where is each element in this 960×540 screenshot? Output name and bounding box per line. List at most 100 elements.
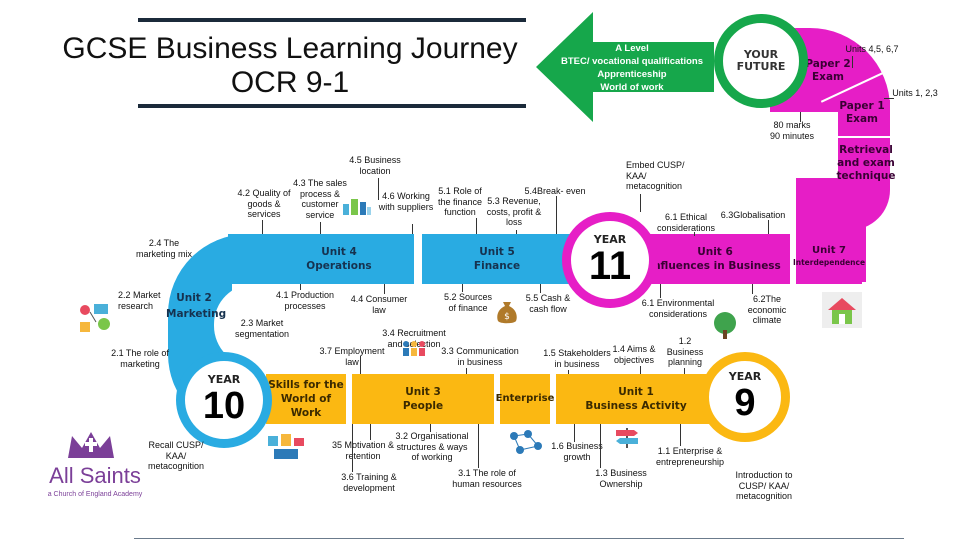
units-123-label: Units 1, 2,3: [892, 88, 938, 98]
leader-1-5: [568, 370, 569, 374]
leader-4-5: [378, 178, 379, 200]
leader-4-4: [384, 284, 385, 294]
crown-icon: [68, 432, 114, 458]
marketing-research-icon: [80, 304, 110, 332]
svg-text:$: $: [504, 312, 510, 322]
exam-marks-line1: 80 marks: [773, 120, 811, 130]
money-bag-icon: $: [497, 302, 517, 324]
leader-1-2: [684, 368, 685, 374]
unit3-line1: Unit 3: [405, 386, 441, 398]
units-123-leader: [884, 98, 894, 99]
topic-6-3: 6.3Globalisation: [720, 210, 786, 220]
buildings-icon: [343, 199, 371, 215]
topic-1-4: 1.4 Aims & objectives: [612, 344, 656, 365]
year-11-number: 11: [588, 244, 632, 288]
leader-6-1: [694, 232, 695, 236]
leader-6-2: [752, 284, 753, 294]
unit2-label: Unit 2 Marketing: [166, 290, 226, 322]
topic-5-3: 5.3 Revenue, costs, profit & loss: [486, 196, 542, 227]
unit1-line2: Business Activity: [585, 400, 687, 412]
unit1-segment: Unit 1 Business Activity: [556, 374, 716, 424]
leader-1-3: [600, 424, 601, 468]
exam-marks: 80 marks 90 minutes: [762, 120, 822, 141]
skills-segment: Skills for the World of Work: [266, 374, 346, 424]
unit4-line2: Operations: [306, 260, 372, 272]
globe-tree-icon: [714, 312, 736, 339]
arrow-line-4: World of work: [600, 82, 664, 93]
unit6-line1: Unit 6: [697, 246, 733, 258]
unit7-line1: Unit 7: [812, 245, 846, 256]
topic-5-5: 5.5 Cash & cash flow: [525, 293, 571, 314]
year-9-label: YEAR: [728, 370, 762, 383]
topic-3-5: 35 Motivation & retention: [331, 440, 395, 461]
topic-1-6: 1.6 Business growth: [551, 441, 603, 462]
network-icon: [510, 430, 542, 454]
your-future-circle: YOUR FUTURE: [714, 14, 808, 108]
paper2-label: Paper 2 Exam: [800, 58, 856, 84]
bottom-rule: [134, 538, 904, 539]
leader-4-2: [262, 220, 263, 234]
year-9-number: 9: [734, 382, 756, 424]
leader-3-6: [352, 424, 353, 472]
title-rule-bottom: [138, 104, 526, 108]
arrow-line-3: Apprenticeship: [597, 69, 667, 80]
unit6-segment: Unit 6 Influences in Business: [640, 234, 790, 284]
year-10-label: YEAR: [207, 373, 241, 386]
leader-4-1: [300, 284, 301, 290]
leader-6-3: [768, 220, 769, 234]
topic-5-4: 5.4Break- even: [524, 186, 586, 196]
year-10-number: 10: [202, 385, 246, 427]
topic-1-5: 1.5 Stakeholders in business: [543, 348, 611, 369]
title-rule-top: [138, 18, 526, 22]
topic-2-1: 2.1 The role of marketing: [111, 348, 169, 369]
skills-line2: World of Work: [280, 393, 332, 419]
unit6-line2: Influences in Business: [649, 260, 781, 272]
future-arrow-text: A Level BTEC/ vocational qualifications …: [548, 42, 716, 94]
leader-6-1b: [660, 284, 661, 298]
leader-embed: [640, 194, 641, 212]
unit7-line2: Interdependence: [792, 258, 866, 267]
unit1-line1: Unit 1: [618, 386, 654, 398]
year-11-label: YEAR: [593, 233, 627, 246]
paper1-line1: Paper 1: [839, 100, 885, 112]
retrieval-line2: and exam: [837, 157, 895, 169]
paper1-label: Paper 1 Exam: [834, 100, 890, 126]
unit3-line2: People: [402, 400, 444, 412]
topic-3-7: 3.7 Employment law: [319, 346, 385, 367]
arrow-line-2: BTEC/ vocational qualifications: [561, 56, 703, 67]
topic-3-3: 3.3 Communication in business: [441, 346, 519, 367]
enterprise-label: Enterprise: [495, 393, 555, 404]
leader-4-6: [412, 224, 413, 234]
leader-5-5: [540, 284, 541, 293]
exam-marks-line2: 90 minutes: [769, 130, 815, 141]
enterprise-segment: Enterprise: [496, 374, 554, 424]
retrieval-line3: technique: [836, 170, 896, 182]
leader-1-6: [574, 424, 575, 442]
leader-3-1: [478, 424, 479, 468]
unit3-segment: Unit 3 People: [352, 374, 494, 424]
future-arrow: [536, 12, 714, 122]
leader-5-3: [516, 230, 517, 234]
topic-4-2: 4.2 Quality of goods & services: [237, 188, 291, 219]
page-title: GCSE Business Learning Journey OCR 9-1: [40, 32, 540, 100]
leader-3-2: [430, 424, 431, 432]
year-9-circle: YEAR 9: [700, 352, 790, 442]
interdependence-icon: [822, 292, 862, 328]
leader-5-1: [476, 218, 477, 234]
topic-2-3: 2.3 Market segmentation: [234, 318, 290, 339]
embed-cusp: Embed CUSP/ KAA/ metacognition: [626, 160, 685, 191]
paper1-line2: Exam: [846, 113, 878, 125]
unit4-segment: Unit 4 Operations: [264, 234, 414, 284]
year-11-circle: YEAR 11: [562, 212, 658, 308]
unit4-line1: Unit 4: [321, 246, 357, 258]
arrow-line-1: A Level: [615, 43, 649, 54]
recall-cusp: Recall CUSP/ KAA/ metacognition: [147, 440, 205, 471]
exam-marks-leader: [800, 112, 801, 122]
leader-1-4: [640, 366, 641, 374]
school-name: All Saints: [49, 463, 141, 488]
unit5-segment: Unit 5 Finance: [422, 234, 572, 284]
unit2-top-connector: [228, 234, 264, 284]
topic-4-3: 4.3 The sales process & customer service: [293, 178, 347, 220]
topic-6-1-ethical: 6.1 Ethical considerations: [656, 212, 716, 233]
leader-5-2: [462, 284, 463, 292]
